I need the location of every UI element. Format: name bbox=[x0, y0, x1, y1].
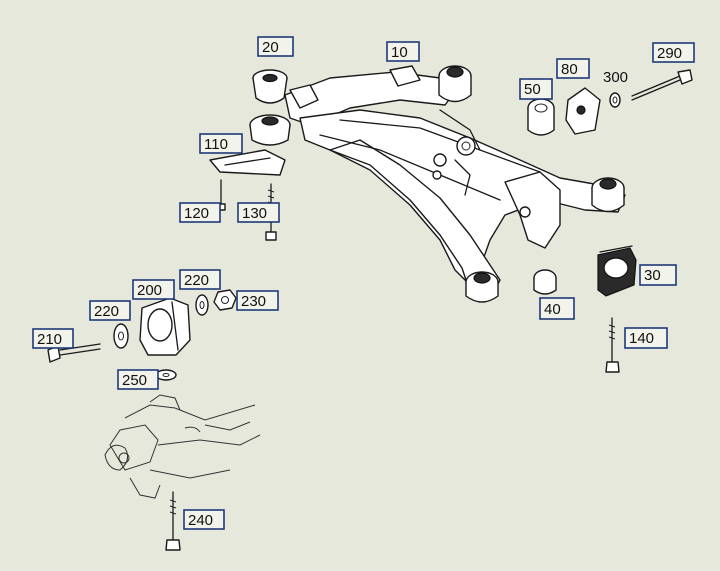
callout-120: 120 bbox=[179, 202, 221, 223]
callout-240-label: 240 bbox=[188, 512, 213, 529]
washer-300-drawing bbox=[609, 92, 621, 108]
callout-230: 230 bbox=[236, 290, 279, 311]
callout-240: 240 bbox=[183, 509, 225, 530]
callout-20: 20 bbox=[257, 36, 294, 57]
washer-220-left-drawing bbox=[113, 323, 129, 349]
callout-50: 50 bbox=[519, 78, 553, 100]
callout-220-left-label: 220 bbox=[94, 303, 119, 320]
callout-290: 290 bbox=[652, 42, 695, 63]
callout-230-label: 230 bbox=[241, 293, 266, 310]
callout-210: 210 bbox=[32, 328, 74, 349]
callout-210-label: 210 bbox=[37, 331, 62, 348]
callout-80: 80 bbox=[556, 58, 590, 79]
mount-30-drawing bbox=[597, 245, 637, 297]
callout-30: 30 bbox=[639, 264, 677, 286]
callout-220-left: 220 bbox=[89, 300, 131, 321]
mount-bracket-110-drawing bbox=[209, 114, 291, 176]
bolt-240-drawing bbox=[165, 491, 181, 551]
bushing-50-drawing bbox=[527, 98, 555, 136]
callout-110: 110 bbox=[199, 133, 243, 154]
callout-300-label: 300 bbox=[603, 69, 628, 86]
callout-40-label: 40 bbox=[544, 301, 561, 318]
callout-200-label: 200 bbox=[137, 282, 162, 299]
callout-130: 130 bbox=[237, 202, 280, 223]
callout-290-label: 290 bbox=[657, 45, 682, 62]
callout-250-label: 250 bbox=[122, 372, 147, 389]
nut-230-drawing bbox=[213, 289, 237, 311]
callout-30-label: 30 bbox=[644, 267, 661, 284]
callout-10-label: 10 bbox=[391, 44, 408, 61]
callout-50-label: 50 bbox=[524, 81, 541, 98]
callout-120-label: 120 bbox=[184, 205, 209, 222]
callout-300: 300 bbox=[603, 69, 628, 86]
callout-200: 200 bbox=[132, 279, 175, 300]
bushing-40-drawing bbox=[533, 269, 557, 295]
mount-80-drawing bbox=[565, 87, 601, 135]
callout-10: 10 bbox=[386, 41, 420, 62]
bolt-210-drawing bbox=[47, 343, 101, 363]
callout-220-right: 220 bbox=[179, 269, 221, 290]
subframe-crossmember-drawing bbox=[284, 65, 626, 303]
bolt-290-drawing bbox=[631, 69, 693, 101]
callout-110-label: 110 bbox=[204, 136, 228, 153]
callout-80-label: 80 bbox=[561, 61, 578, 78]
callout-140: 140 bbox=[624, 327, 668, 349]
callout-220-right-label: 220 bbox=[184, 272, 209, 289]
callout-140-label: 140 bbox=[629, 330, 654, 347]
callout-250: 250 bbox=[117, 369, 159, 390]
washer-250-drawing bbox=[155, 369, 177, 381]
carrier-housing-drawing bbox=[104, 394, 261, 499]
callout-40: 40 bbox=[539, 297, 575, 320]
bolt-140-drawing bbox=[605, 317, 620, 373]
mount-200-drawing bbox=[139, 297, 191, 356]
bushing-20-drawing bbox=[252, 69, 288, 104]
washer-220-right-drawing bbox=[195, 294, 209, 316]
callout-20-label: 20 bbox=[262, 39, 279, 56]
callout-130-label: 130 bbox=[242, 205, 267, 222]
